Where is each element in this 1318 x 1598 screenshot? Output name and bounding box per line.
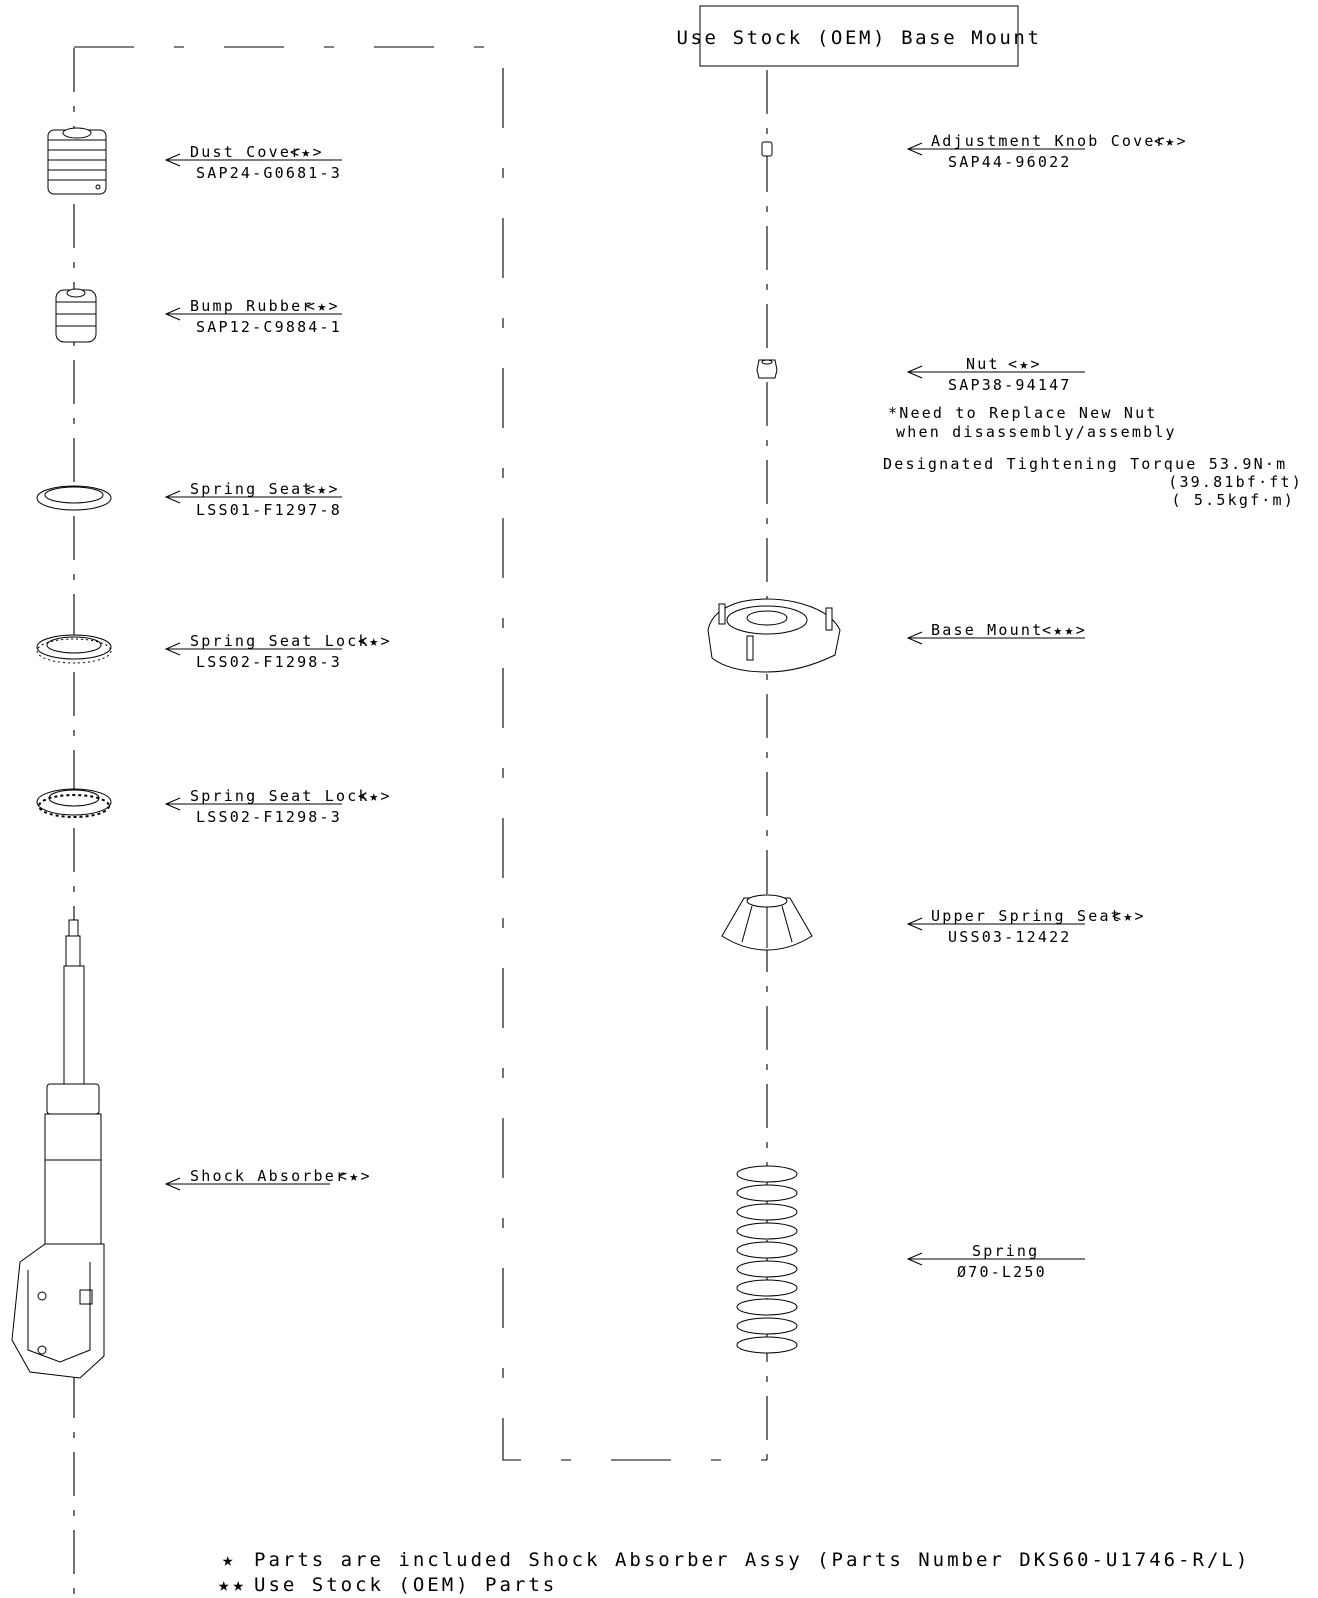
callout-spring-seat-lock-1: Spring Seat Lock <★> LSS02-F1298-3 <box>164 632 392 671</box>
part-name: Nut <box>966 355 1000 373</box>
callout-upper-spring-seat: Upper Spring Seat <★> USS03-12422 <box>906 907 1146 946</box>
callout-adjustment-knob-cover: Adjustment Knob Cover <★> SAP44-96022 <box>906 132 1188 171</box>
part-mark: <★> <box>306 480 340 498</box>
callout-spring-seat: Spring Seat <★> LSS01-F1297-8 <box>164 480 342 519</box>
legend-text: Use Stock (OEM) Parts <box>254 1574 557 1596</box>
center-lines <box>73 46 768 1598</box>
callout-shock-absorber: Shock Absorber <★> <box>164 1167 372 1191</box>
part-mark: <★> <box>358 632 392 650</box>
torque-line-3: ( 5.5kgf·m) <box>1171 491 1295 509</box>
dust-cover-drawing <box>47 127 107 195</box>
part-mark: <★> <box>306 297 340 315</box>
part-mark: <★> <box>1008 355 1042 373</box>
nut-drawing <box>756 359 778 379</box>
part-name: Spring Seat Lock <box>190 787 370 805</box>
assembly-frame <box>74 46 767 1461</box>
part-number: LSS01-F1297-8 <box>196 501 342 519</box>
part-name: Base Mount <box>931 621 1043 639</box>
part-number: LSS02-F1298-3 <box>196 808 342 826</box>
spring-drawing <box>736 1165 798 1354</box>
base-mount-drawing <box>707 598 841 673</box>
part-name: Upper Spring Seat <box>931 907 1122 925</box>
bump-rubber-drawing <box>55 288 97 343</box>
part-number: LSS02-F1298-3 <box>196 653 342 671</box>
legend-text: Parts are included Shock Absorber Assy (… <box>254 1549 1250 1571</box>
part-name: Shock Absorber <box>190 1167 347 1185</box>
nut-note-line-2: when disassembly/assembly <box>896 423 1177 441</box>
adjustment-knob-cover-drawing <box>761 141 773 157</box>
shock-absorber-drawing <box>11 919 105 1379</box>
part-mark: <★> <box>358 787 392 805</box>
part-name: Bump Rubber <box>190 297 314 315</box>
callout-spring: Spring Ø70-L250 <box>906 1242 1085 1281</box>
callout-dust-cover: Dust Cover <★> SAP24-G0681-3 <box>164 143 342 182</box>
spring-seat-drawing <box>36 485 112 511</box>
part-number: USS03-12422 <box>948 928 1072 946</box>
part-name: Spring <box>972 1242 1039 1260</box>
header-box: Use Stock (OEM) Base Mount <box>676 5 1041 67</box>
torque-line-1: Designated Tightening Torque 53.9N·m <box>883 455 1287 473</box>
part-number: SAP24-G0681-3 <box>196 164 342 182</box>
part-number: SAP44-96022 <box>948 153 1072 171</box>
part-name: Dust Cover <box>190 143 302 161</box>
torque-line-2: (39.81bf·ft) <box>1168 473 1303 491</box>
callout-nut: Nut <★> SAP38-94147 *Need to Replace New… <box>883 355 1303 509</box>
part-number: Ø70-L250 <box>957 1263 1047 1281</box>
upper-spring-seat-drawing <box>721 894 813 951</box>
part-name: Spring Seat <box>190 480 314 498</box>
part-mark: <★> <box>1112 907 1146 925</box>
legend-symbol: ★ <box>222 1549 236 1571</box>
part-name: Adjustment Knob Cover <box>931 132 1167 150</box>
part-number: SAP12-C9884-1 <box>196 318 342 336</box>
part-mark: <★> <box>1154 132 1188 150</box>
part-mark: <★★> <box>1042 621 1087 639</box>
legend: ★ Parts are included Shock Absorber Assy… <box>218 1549 1250 1596</box>
callout-base-mount: Base Mount <★★> <box>906 621 1087 645</box>
part-mark: <★> <box>338 1167 372 1185</box>
part-number: SAP38-94147 <box>948 376 1072 394</box>
part-name: Spring Seat Lock <box>190 632 370 650</box>
part-mark: <★> <box>290 143 324 161</box>
header-box-text: Use Stock (OEM) Base Mount <box>676 27 1041 49</box>
nut-note-line-1: *Need to Replace New Nut <box>888 404 1158 422</box>
spring-seat-lock-1-drawing <box>36 634 112 664</box>
callout-bump-rubber: Bump Rubber <★> SAP12-C9884-1 <box>164 297 342 336</box>
spring-seat-lock-2-drawing <box>36 788 112 818</box>
callout-spring-seat-lock-2: Spring Seat Lock <★> LSS02-F1298-3 <box>164 787 392 826</box>
legend-symbol: ★★ <box>218 1574 247 1596</box>
